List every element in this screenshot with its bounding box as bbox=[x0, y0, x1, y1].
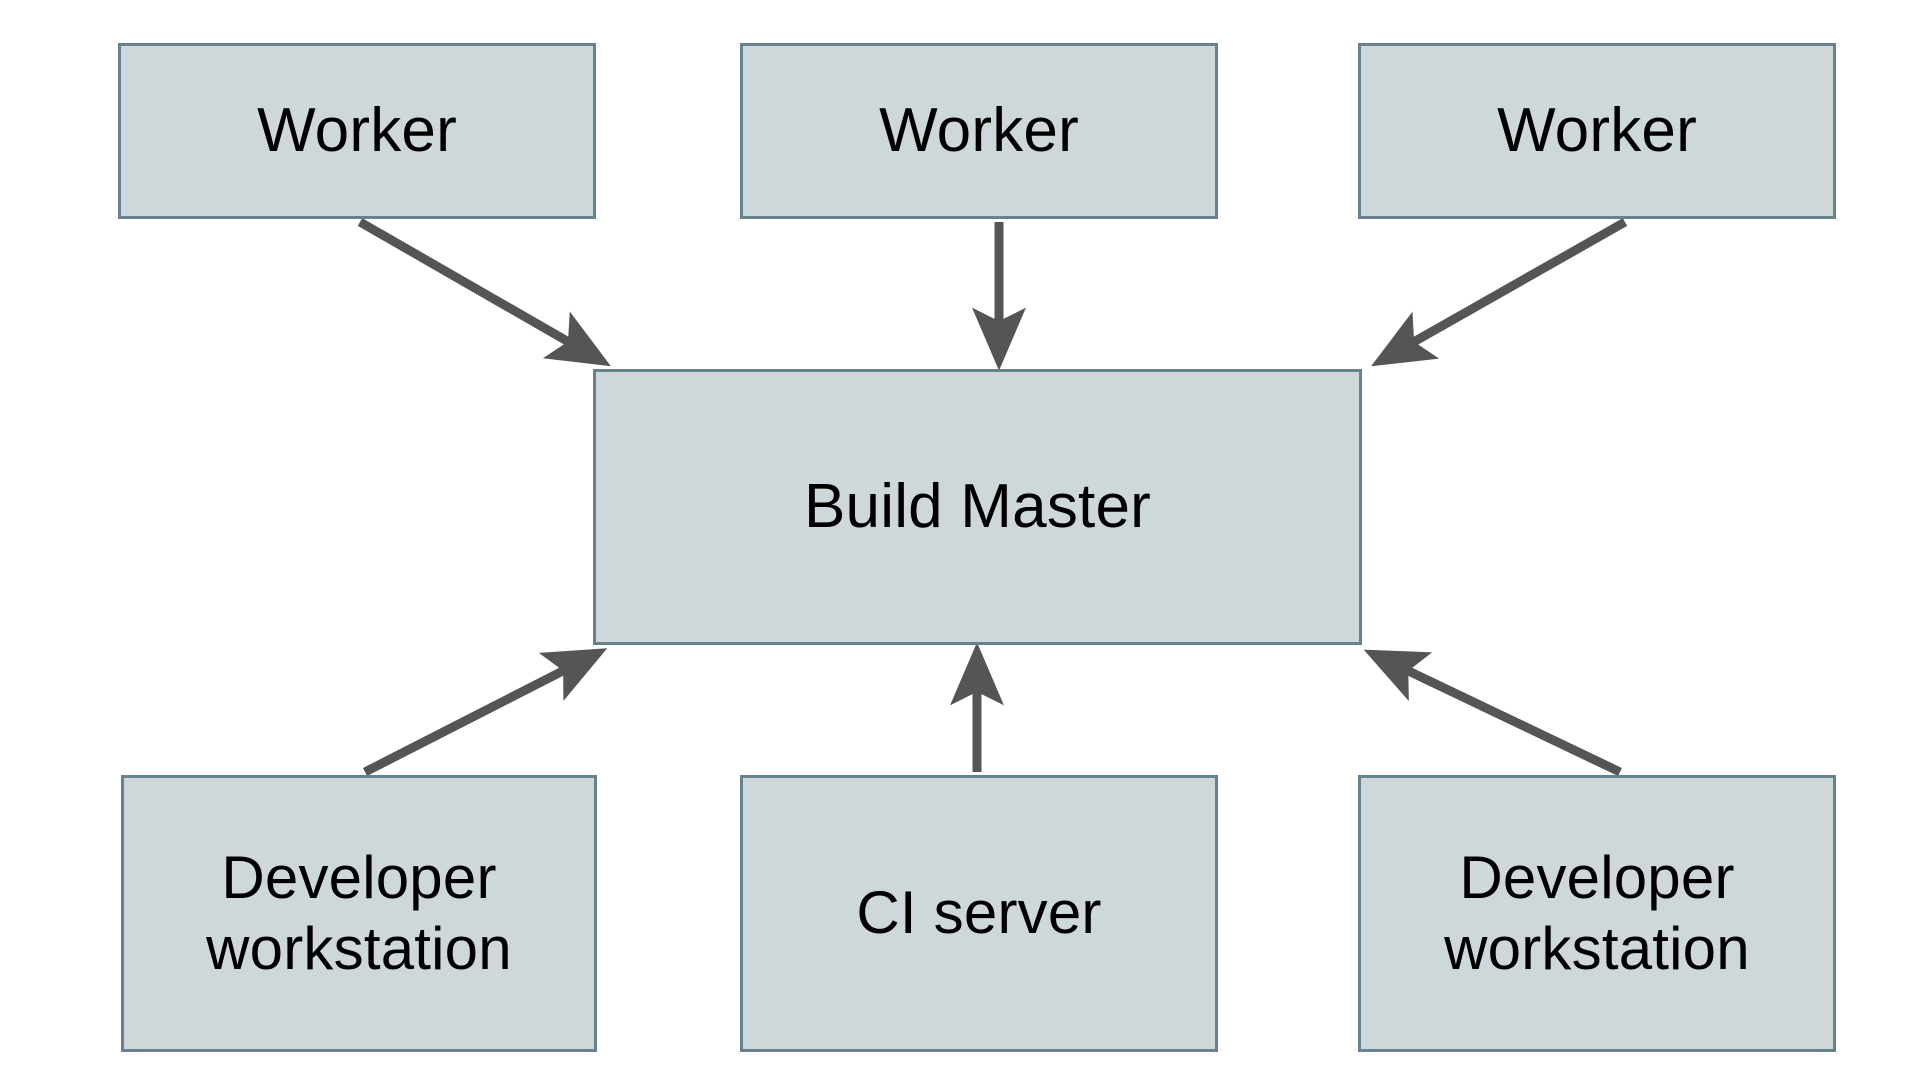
node-worker-3-label: Worker bbox=[1497, 96, 1697, 166]
node-build-master[interactable]: Build Master bbox=[593, 369, 1362, 645]
node-worker-3[interactable]: Worker bbox=[1358, 43, 1836, 219]
edge-dev-workstation-1-to-build-master bbox=[362, 648, 608, 777]
node-ci-server[interactable]: CI server bbox=[740, 775, 1218, 1052]
node-worker-2-label: Worker bbox=[879, 96, 1079, 166]
node-ci-server-label: CI server bbox=[856, 879, 1102, 947]
edge-worker-3-to-build-master bbox=[1371, 218, 1628, 367]
edge-dev-workstation-2-to-build-master bbox=[1363, 649, 1622, 777]
node-developer-workstation-2-label: Developer workstation bbox=[1444, 843, 1750, 982]
edge-worker-1-to-build-master bbox=[357, 218, 611, 367]
node-developer-workstation-2[interactable]: Developer workstation bbox=[1358, 775, 1836, 1052]
node-build-master-label: Build Master bbox=[804, 472, 1151, 542]
node-developer-workstation-1[interactable]: Developer workstation bbox=[121, 775, 597, 1052]
node-worker-1[interactable]: Worker bbox=[118, 43, 596, 219]
node-worker-2[interactable]: Worker bbox=[740, 43, 1218, 219]
node-developer-workstation-1-label: Developer workstation bbox=[206, 843, 512, 982]
node-worker-1-label: Worker bbox=[257, 96, 457, 166]
